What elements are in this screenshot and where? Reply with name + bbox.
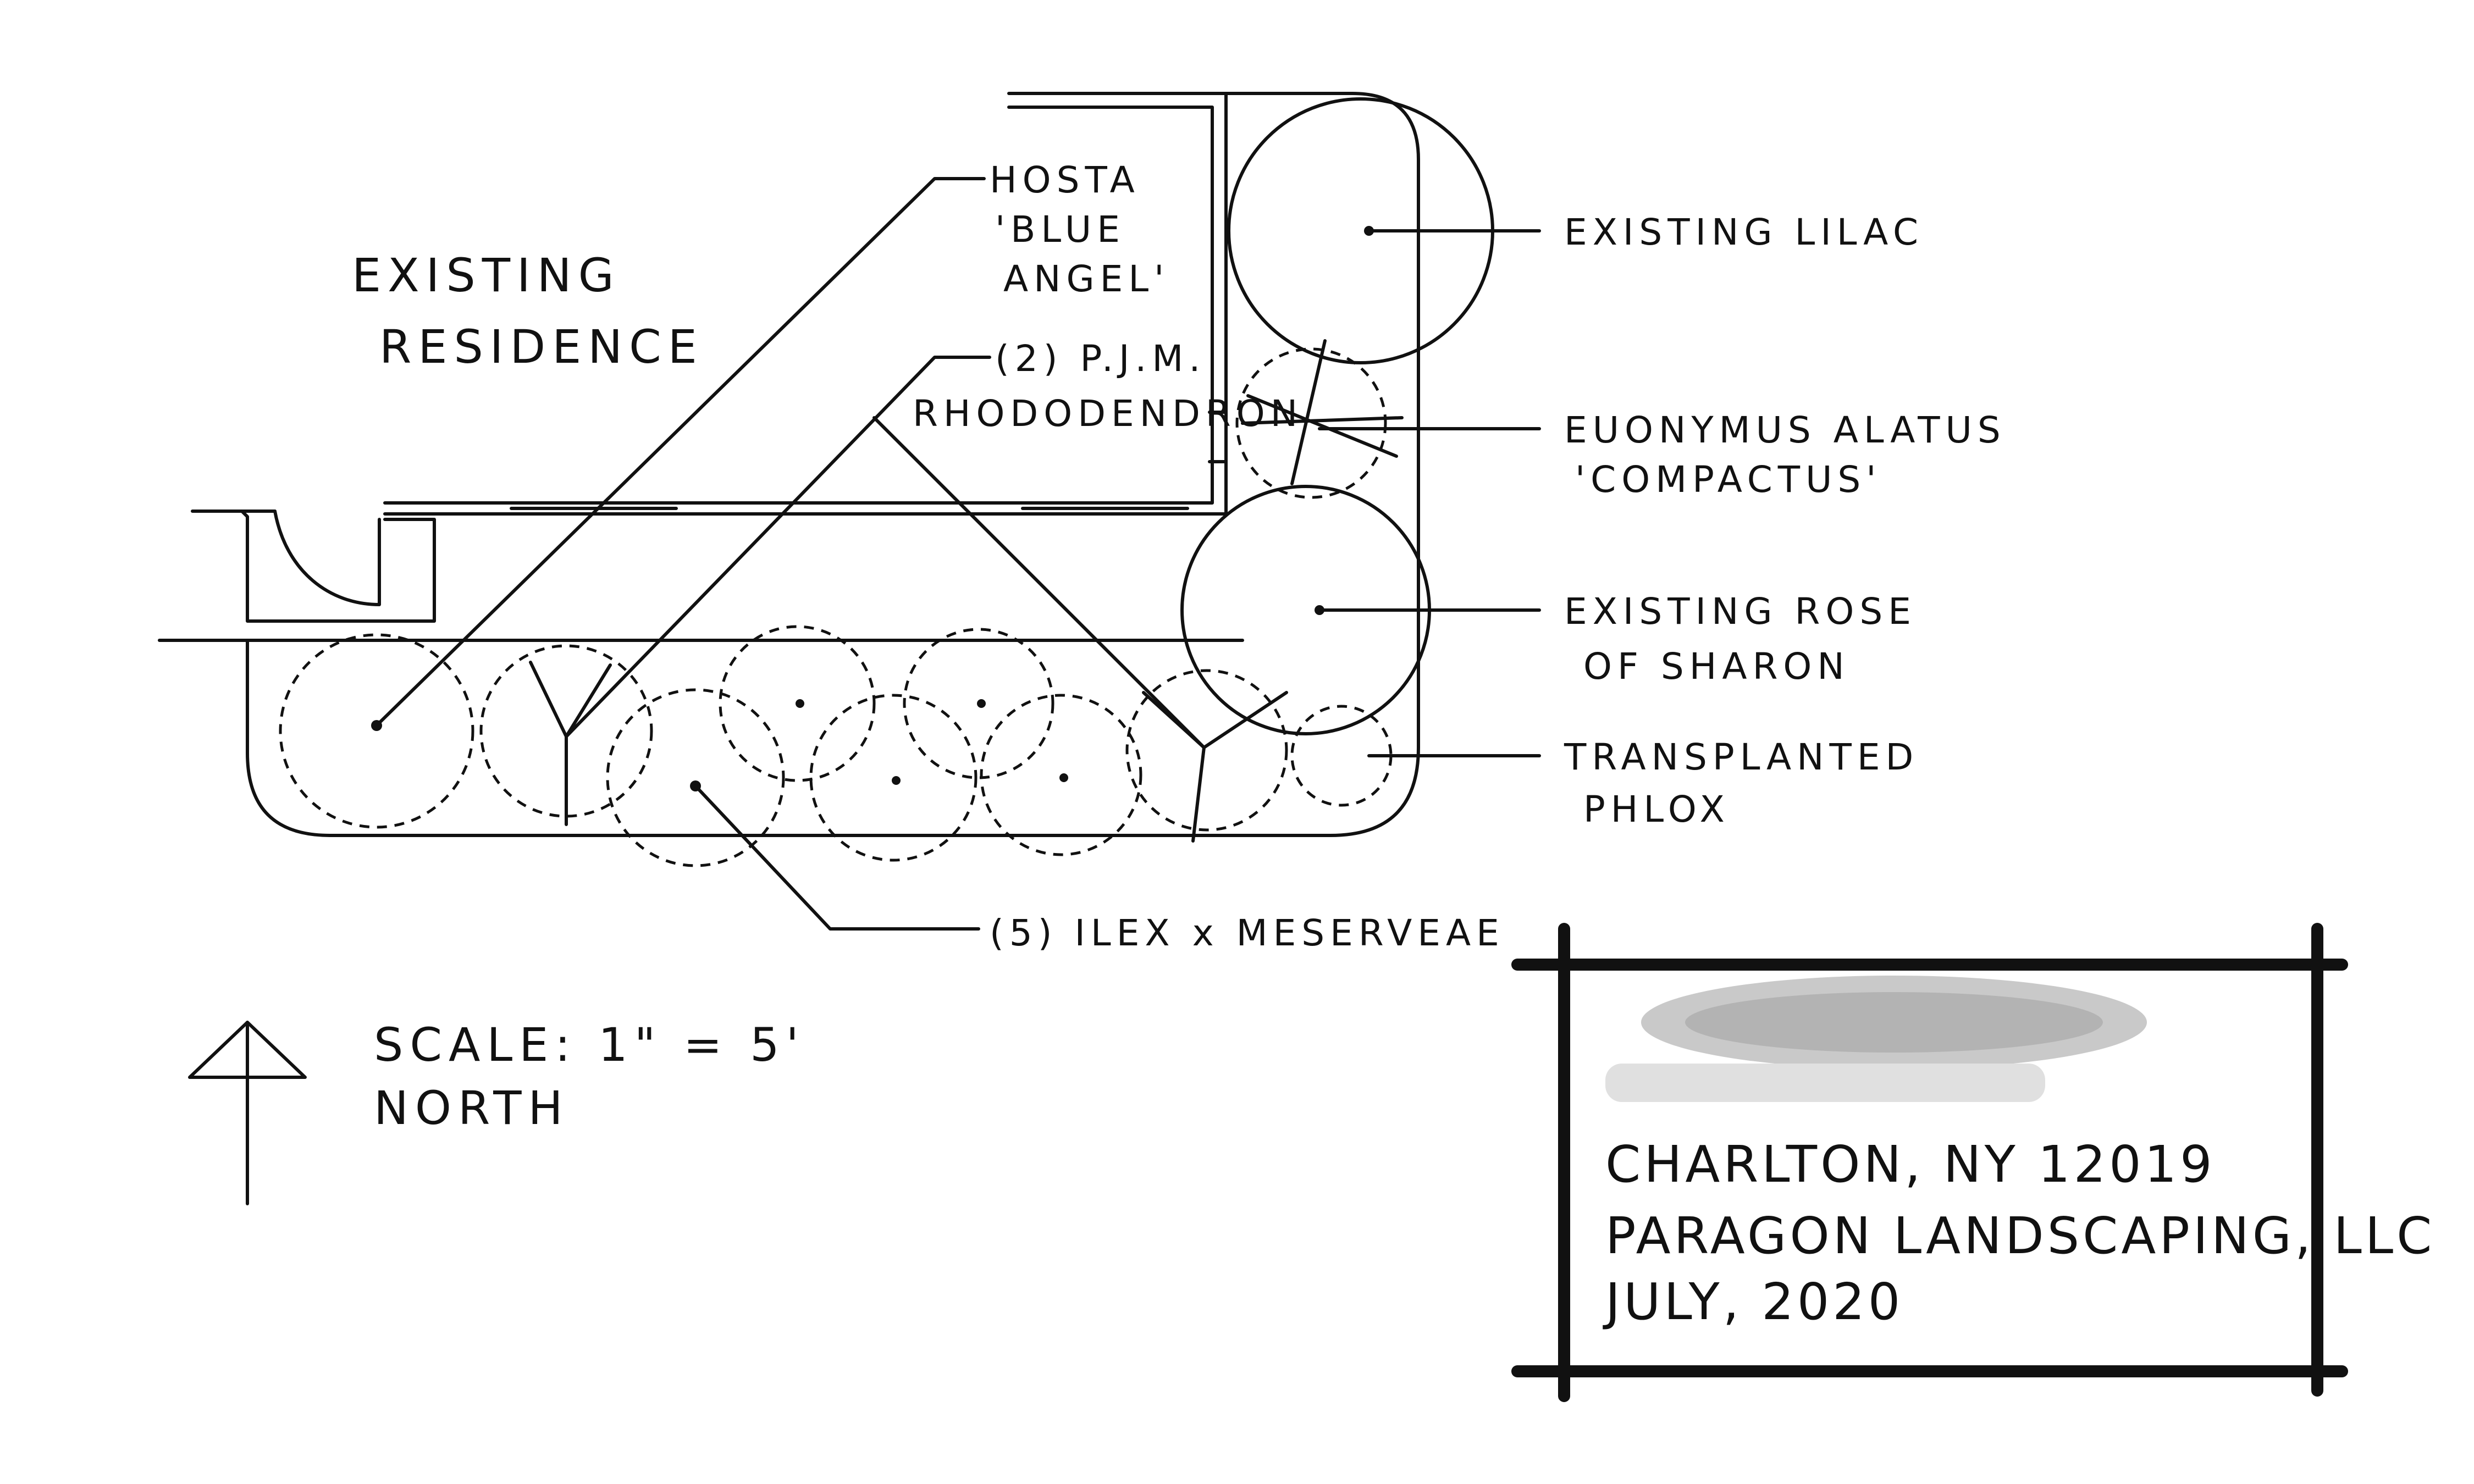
hosta-label-line3: ANGEL': [1003, 258, 1169, 300]
scale-label: SCALE: 1" = 5': [374, 1018, 805, 1072]
title-block: [1511, 923, 2348, 1402]
lilac-label: EXISTING LILAC: [1564, 211, 1924, 253]
phlox-label-line1: TRANSPLANTED: [1564, 736, 1919, 778]
rose-of-sharon-label-line1: EXISTING ROSE: [1564, 590, 1917, 633]
euonymus-label-line1: EUONYMUS ALATUS: [1564, 409, 2006, 451]
rose-of-sharon-label-line2: OF SHARON: [1583, 645, 1850, 688]
rhododendron-label-line1: (2) P.J.M.: [995, 337, 1206, 380]
ilex-shrubs: [606, 625, 1142, 867]
north-label: NORTH: [374, 1081, 570, 1135]
title-block-date: JULY, 2020: [1603, 1272, 1903, 1331]
hosta-label-line1: HOSTA: [990, 159, 1140, 201]
phlox-label-line2: PHLOX: [1583, 788, 1730, 830]
residence-outline: [191, 92, 1228, 623]
euonymus-shrub: [1235, 339, 1404, 499]
leader-lines: [378, 177, 1541, 931]
residence-label-line2: RESIDENCE: [379, 320, 704, 374]
title-block-company: PARAGON LANDSCAPING, LLC: [1605, 1206, 2435, 1265]
hosta-label-line2: 'BLUE: [995, 208, 1125, 251]
euonymus-label-line2: 'COMPACTUS': [1575, 458, 1881, 501]
ilex-label: (5) ILEX x MESERVEAE: [990, 912, 1505, 954]
rhododendron-label-line2: RHODODENDRON: [913, 392, 1303, 435]
title-block-city: CHARLTON, NY 12019: [1605, 1135, 2216, 1194]
residence-label-line1: EXISTING: [352, 248, 621, 302]
planting-bed-outline: [158, 92, 1420, 837]
hosta-plant: [279, 633, 474, 829]
north-arrow: [188, 1021, 307, 1205]
rhododendron-plants: [479, 644, 1288, 843]
